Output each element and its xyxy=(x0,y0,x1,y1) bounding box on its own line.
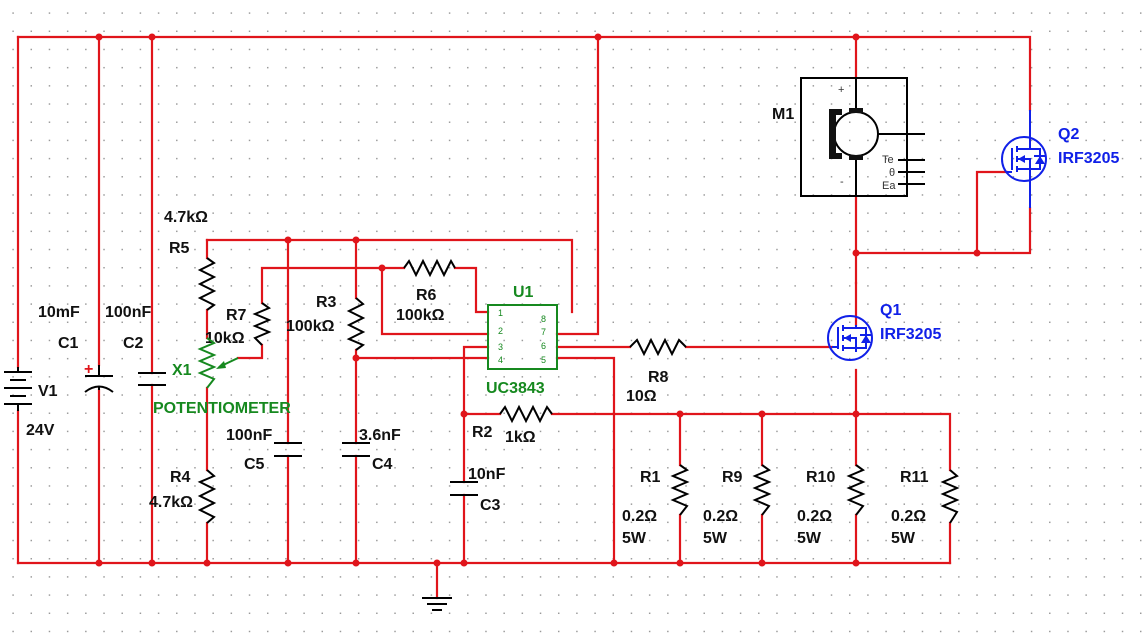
resistor-r1[interactable]: R1 0.2Ω 5W xyxy=(622,464,690,547)
r6-ref: R6 xyxy=(416,287,437,304)
c1-ref: C1 xyxy=(58,335,79,352)
u1-pin-5: 5 xyxy=(541,355,546,365)
mosfet-q2[interactable]: Q2 IRF3205 xyxy=(1001,110,1119,208)
r10-power: 5W xyxy=(797,530,822,547)
mosfet-q1[interactable]: Q1 IRF3205 xyxy=(827,302,941,361)
x1-value: POTENTIOMETER xyxy=(153,400,291,417)
r6-value: 100kΩ xyxy=(396,307,445,324)
r11-value: 0.2Ω xyxy=(891,508,926,525)
r4-value: 4.7kΩ xyxy=(149,494,193,511)
resistor-r5[interactable]: 4.7kΩ R5 xyxy=(164,209,217,311)
r1-value: 0.2Ω xyxy=(622,508,657,525)
r1-power: 5W xyxy=(622,530,647,547)
c5-value: 100nF xyxy=(226,427,272,444)
capacitor-c3[interactable]: 10nF C3 xyxy=(450,466,506,514)
r5-value: 4.7kΩ xyxy=(164,209,208,226)
m1-out-theta: θ xyxy=(889,167,895,179)
r4-ref: R4 xyxy=(170,469,191,486)
u1-pin-4: 4 xyxy=(498,355,503,365)
r2-ref: R2 xyxy=(472,424,493,441)
c2-value: 100nF xyxy=(105,304,151,321)
resistor-r8[interactable]: R8 10Ω xyxy=(626,337,687,405)
resistor-r7[interactable]: R7 10kΩ xyxy=(205,302,272,347)
x1-ref: X1 xyxy=(172,362,192,379)
r7-ref: R7 xyxy=(226,307,247,324)
q1-ref: Q1 xyxy=(880,302,901,319)
u1-pin-6: 6 xyxy=(541,341,546,351)
r8-value: 10Ω xyxy=(626,388,657,405)
ground-symbol xyxy=(422,597,452,611)
r10-ref: R10 xyxy=(806,469,835,486)
capacitor-c4[interactable]: 3.6nF C4 xyxy=(342,427,401,473)
r3-ref: R3 xyxy=(316,294,337,311)
u1-pin-1: 1 xyxy=(498,308,503,318)
c4-ref: C4 xyxy=(372,456,393,473)
u1-ref: U1 xyxy=(513,284,534,301)
r5-ref: R5 xyxy=(169,240,190,257)
r9-value: 0.2Ω xyxy=(703,508,738,525)
u1-pin-3: 3 xyxy=(498,342,503,352)
v1-ref: V1 xyxy=(38,383,58,400)
c3-value: 10nF xyxy=(468,466,506,483)
junctions xyxy=(95,33,981,567)
r1-ref: R1 xyxy=(640,469,661,486)
capacitor-c5[interactable]: 100nF C5 xyxy=(226,427,302,473)
q2-value: IRF3205 xyxy=(1058,150,1119,167)
q2-ref: Q2 xyxy=(1058,126,1079,143)
r3-value: 100kΩ xyxy=(286,318,335,335)
r11-ref: R11 xyxy=(900,469,929,486)
m1-ref: M1 xyxy=(772,106,794,123)
m1-out-te: Te xyxy=(882,154,894,166)
wires xyxy=(16,35,1032,600)
c4-value: 3.6nF xyxy=(359,427,401,444)
resistor-r9[interactable]: R9 0.2Ω 5W xyxy=(703,464,772,547)
c2-ref: C2 xyxy=(123,335,144,352)
u1-pin-8: 8 xyxy=(541,314,546,324)
c5-ref: C5 xyxy=(244,456,265,473)
r11-power: 5W xyxy=(891,530,916,547)
resistor-r2[interactable]: R2 1kΩ xyxy=(472,404,553,446)
motor-m1[interactable]: M1 + - Te θ Ea xyxy=(772,77,925,197)
v1-value: 24V xyxy=(26,422,55,439)
r10-value: 0.2Ω xyxy=(797,508,832,525)
u1-pin-2: 2 xyxy=(498,326,503,336)
u1-pin-7: 7 xyxy=(541,327,546,337)
resistor-r11[interactable]: R11 0.2Ω 5W xyxy=(891,469,960,547)
u1-value: UC3843 xyxy=(486,380,545,397)
r9-power: 5W xyxy=(703,530,728,547)
r9-ref: R9 xyxy=(722,469,743,486)
q1-value: IRF3205 xyxy=(880,326,941,343)
resistor-r3[interactable]: R3 100kΩ xyxy=(286,294,366,351)
ic-u1[interactable]: 1 2 3 4 8 7 6 5 U1 UC3843 xyxy=(486,284,558,397)
r2-value: 1kΩ xyxy=(505,429,536,446)
capacitor-c1[interactable]: + 10mF C1 xyxy=(38,304,114,393)
c1-polarity: + xyxy=(84,361,93,378)
potentiometer-x1[interactable]: X1 POTENTIOMETER xyxy=(153,337,291,417)
resistor-r4[interactable]: R4 4.7kΩ xyxy=(149,469,217,524)
m1-out-ea: Ea xyxy=(882,180,896,192)
resistor-r10[interactable]: R10 0.2Ω 5W xyxy=(797,464,866,547)
capacitor-c2[interactable]: 100nF C2 xyxy=(105,304,166,386)
c3-ref: C3 xyxy=(480,497,501,514)
r8-ref: R8 xyxy=(648,369,669,386)
m1-minus: - xyxy=(840,176,844,188)
resistor-r6[interactable]: R6 100kΩ xyxy=(396,258,456,324)
m1-plus: + xyxy=(838,84,844,96)
c1-value: 10mF xyxy=(38,304,80,321)
battery-v1[interactable]: V1 24V xyxy=(4,367,58,439)
